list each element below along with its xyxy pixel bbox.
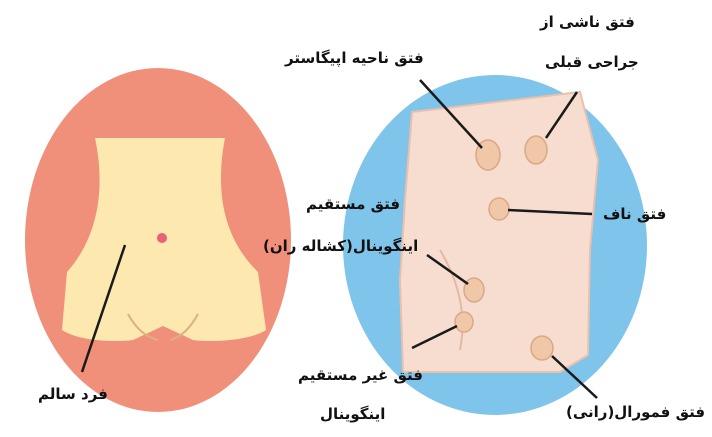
label-incisional-line1: فتق ناشی از — [540, 13, 635, 31]
label-incisional-line2: جراحی قبلی — [545, 53, 639, 71]
label-femoral: فتق فمورال(رانی) — [566, 403, 705, 421]
bump-femoral — [531, 336, 553, 360]
bump-indirect-inguinal — [455, 312, 473, 332]
bump-umbilical — [489, 198, 509, 220]
healthy-navel — [157, 233, 167, 243]
label-healthy-person: فرد سالم — [38, 385, 108, 403]
label-umbilical: فتق ناف — [603, 205, 666, 223]
bump-direct-inguinal — [464, 278, 484, 302]
label-indirect-inguinal-line2: اینگوینال — [320, 405, 385, 423]
bump-incisional — [525, 136, 547, 164]
label-epigastric: فتق ناحیه اپیگاستر — [285, 49, 424, 67]
label-indirect-inguinal-line1: فتق غیر مستقیم — [298, 366, 423, 384]
label-direct-inguinal-line2: اینگوینال(کشاله ران) — [263, 237, 418, 255]
hernia-torso — [400, 92, 598, 372]
label-direct-inguinal-line1: فتق مستقیم — [306, 195, 400, 213]
